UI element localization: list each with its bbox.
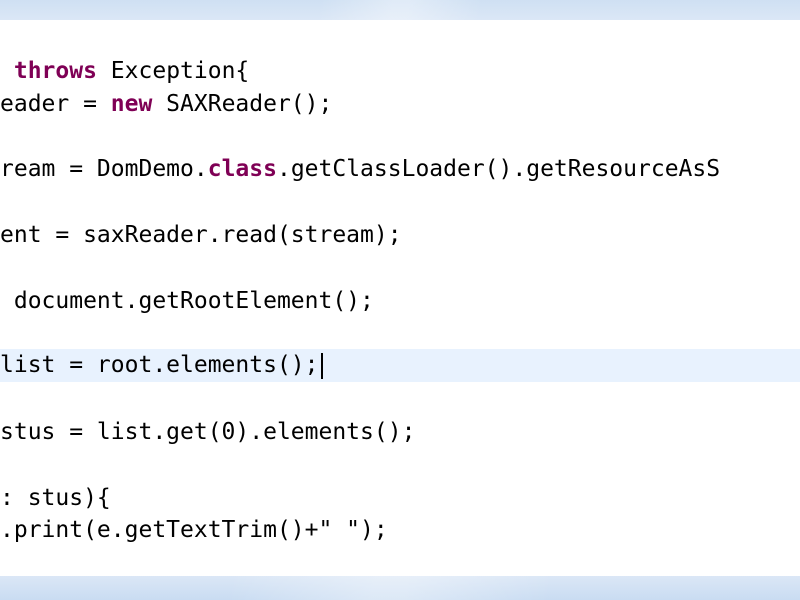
- bottom-border-highlight: [230, 576, 550, 600]
- code-line[interactable]: throws Exception{: [0, 55, 249, 88]
- code-token: : stus){: [0, 485, 111, 511]
- code-line[interactable]: ent = saxReader.read(stream);: [0, 219, 402, 252]
- current-line-highlight: [0, 349, 800, 382]
- code-line[interactable]: list = root.elements();: [0, 349, 323, 382]
- code-line[interactable]: eader = new SAXReader();: [0, 88, 332, 121]
- code-token: eader =: [0, 91, 111, 117]
- code-token: Exception{: [96, 58, 250, 84]
- code-token: document.getRootElement();: [0, 288, 374, 314]
- code-line[interactable]: stus = list.get(0).elements();: [0, 416, 415, 449]
- code-token: [0, 58, 14, 84]
- keyword-token: class: [207, 156, 277, 182]
- code-token: .getClassLoader().getResourceAsS: [276, 156, 721, 182]
- code-line[interactable]: ream = DomDemo.class.getClassLoader().ge…: [0, 153, 720, 186]
- code-token: ream = DomDemo.: [0, 156, 208, 182]
- code-line[interactable]: : stus){: [0, 482, 111, 515]
- code-token: stus = list.get(0).elements();: [0, 419, 416, 445]
- top-border-highlight: [320, 0, 480, 20]
- code-token: list = root.elements();: [0, 352, 319, 378]
- code-token: .print(e.getTextTrim()+" ");: [0, 517, 388, 543]
- code-token: SAXReader();: [152, 91, 333, 117]
- code-editor[interactable]: throws Exception{ eader = new SAXReader(…: [0, 20, 800, 576]
- code-line[interactable]: .print(e.getTextTrim()+" ");: [0, 514, 388, 547]
- window-bottom-border: [0, 576, 800, 600]
- keyword-token: throws: [13, 58, 97, 84]
- keyword-token: new: [110, 91, 153, 117]
- window-top-border: [0, 0, 800, 20]
- text-cursor: [320, 352, 323, 379]
- code-line[interactable]: document.getRootElement();: [0, 285, 374, 318]
- code-token: ent = saxReader.read(stream);: [0, 222, 402, 248]
